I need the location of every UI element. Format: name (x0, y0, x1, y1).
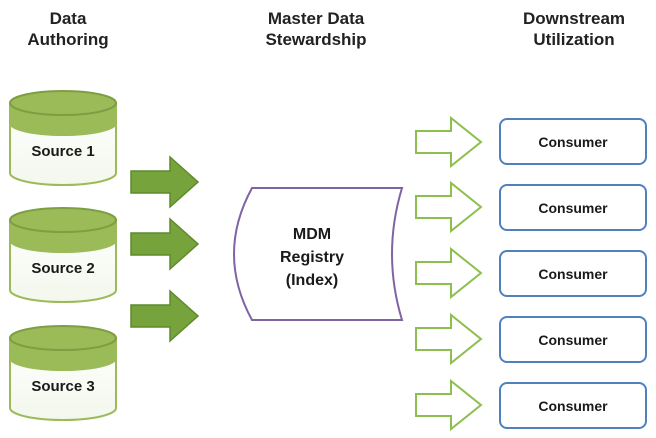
consumer-label: Consumer (538, 200, 608, 216)
consumer-4-arrow-icon (415, 312, 483, 366)
source-2-label: Source 2 (31, 260, 94, 277)
header-master-data-stewardship: Master Data Stewardship (226, 8, 406, 50)
consumer-1-arrow-icon (415, 115, 483, 169)
header-data-authoring: Data Authoring (0, 8, 158, 50)
mdm-registry-line-1: MDM (293, 226, 331, 243)
mdm-registry-line-3: (Index) (286, 272, 338, 289)
header-line: Authoring (27, 30, 109, 49)
consumer-label: Consumer (538, 134, 608, 150)
header-downstream-utilization: Downstream Utilization (484, 8, 656, 50)
source-2-arrow-icon (130, 217, 200, 271)
source-2-cylinder: Source 2 (9, 207, 117, 303)
header-line: Utilization (533, 30, 615, 49)
source-1-label: Source 1 (31, 143, 94, 160)
consumer-box-5: Consumer (499, 382, 647, 429)
header-line: Downstream (522, 9, 626, 28)
consumer-box-2: Consumer (499, 184, 647, 231)
mdm-registry-line-2: Registry (280, 249, 344, 266)
header-line: Data (49, 9, 87, 28)
consumer-label: Consumer (538, 332, 608, 348)
consumer-box-4: Consumer (499, 316, 647, 363)
source-1-cylinder: Source 1 (9, 90, 117, 186)
source-1-arrow-icon (130, 155, 200, 209)
consumer-box-1: Consumer (499, 118, 647, 165)
header-line: Stewardship (265, 30, 367, 49)
consumer-label: Consumer (538, 266, 608, 282)
consumer-2-arrow-icon (415, 180, 483, 234)
consumer-label: Consumer (538, 398, 608, 414)
source-3-arrow-icon (130, 289, 200, 343)
header-line: Master Data (267, 9, 365, 28)
source-3-label: Source 3 (31, 378, 94, 395)
mdm-registry-shape: MDM Registry (Index) (233, 187, 404, 321)
source-3-cylinder: Source 3 (9, 325, 117, 421)
consumer-box-3: Consumer (499, 250, 647, 297)
consumer-3-arrow-icon (415, 246, 483, 300)
consumer-5-arrow-icon (415, 378, 483, 432)
